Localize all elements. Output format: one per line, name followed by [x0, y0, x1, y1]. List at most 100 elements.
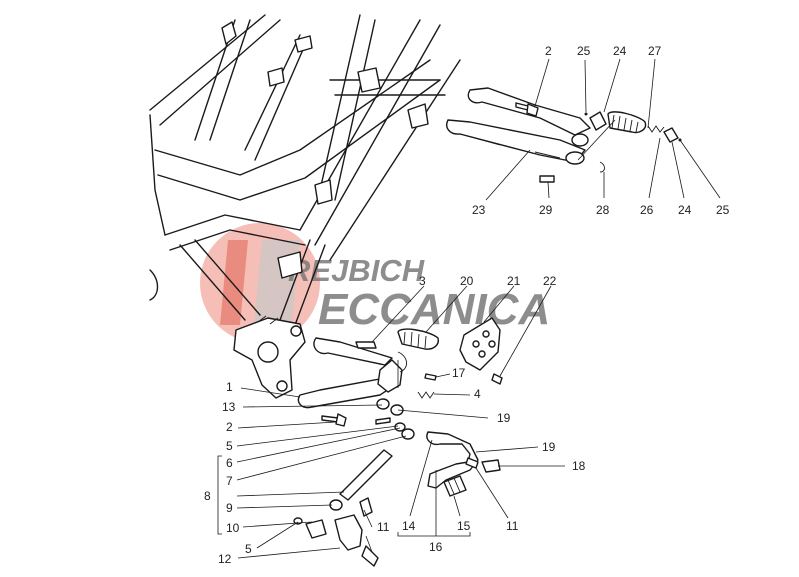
leader-14 — [409, 439, 433, 517]
callout-7: 7 — [226, 474, 233, 488]
spacer-24 — [663, 127, 679, 143]
watermark-line2: ECCANICA — [318, 285, 550, 334]
frame-bracket — [221, 21, 237, 45]
leader-27 — [647, 58, 656, 129]
spring-loop — [397, 351, 407, 373]
callout-8: 8 — [204, 489, 211, 503]
guard-hole — [472, 340, 480, 348]
rider-footrest-assembly — [293, 317, 503, 567]
nut-6 — [394, 422, 406, 432]
leader-10 — [242, 521, 313, 528]
callout-19-lower: 19 — [542, 440, 556, 454]
frame-bracket — [294, 35, 313, 53]
callout-4: 4 — [474, 387, 481, 401]
leader-6 — [236, 427, 401, 463]
leader-1 — [240, 387, 301, 398]
leader-29 — [547, 181, 550, 199]
frame-tube — [149, 269, 159, 301]
frame-bracket — [267, 67, 285, 87]
pivot-boss — [571, 133, 589, 147]
leader-19b — [475, 446, 539, 453]
leader-2b — [237, 421, 337, 429]
pin-29 — [539, 175, 555, 183]
callout-24: 24 — [613, 44, 627, 58]
callout-24-right: 24 — [678, 203, 692, 217]
leader-5b — [256, 521, 299, 549]
bolt-2 — [375, 417, 391, 425]
callout-23: 23 — [472, 203, 486, 217]
callout-18: 18 — [572, 459, 586, 473]
leader-25 — [584, 59, 587, 113]
footpeg-rubber-20 — [397, 328, 439, 350]
callout-5: 5 — [226, 439, 233, 453]
leader-11 — [475, 467, 509, 519]
callout-22: 22 — [543, 274, 557, 288]
hanger-bore — [276, 380, 288, 392]
passenger-bracket-23 — [446, 119, 586, 163]
leader-4 — [433, 393, 471, 396]
callout-2-left: 2 — [226, 420, 233, 434]
leader-17 — [435, 373, 451, 378]
bracket-detail — [459, 133, 561, 159]
frame-tube — [159, 19, 281, 126]
frame-tube — [194, 239, 261, 316]
motorcycle-frame — [149, 14, 461, 399]
frame-tube — [319, 14, 361, 191]
leader-lines — [217, 58, 721, 559]
leader-19 — [397, 409, 489, 419]
rubber-ribs — [447, 477, 461, 495]
watermark: REJBICH ECCANICA — [200, 223, 550, 343]
callout-labels: 2 25 24 27 23 29 28 26 24 25 3 20 21 22 … — [204, 44, 730, 566]
callout-1: 1 — [226, 380, 233, 394]
callout-15: 15 — [457, 519, 471, 533]
callout-19: 19 — [497, 411, 511, 425]
frame-tube — [179, 244, 246, 321]
bolt-13 — [321, 415, 339, 423]
callout-6: 6 — [226, 456, 233, 470]
leader-21 — [483, 285, 515, 323]
bush-18 — [481, 459, 501, 473]
frame-tube — [294, 244, 326, 326]
callout-21: 21 — [507, 274, 521, 288]
frame-bracket — [357, 67, 381, 93]
callout-10: 10 — [226, 521, 240, 535]
callout-13: 13 — [222, 400, 236, 414]
washer-19 — [390, 404, 404, 416]
ball-25 — [584, 112, 588, 116]
callout-9: 9 — [226, 501, 233, 515]
leader-5 — [236, 425, 399, 447]
callout-3: 3 — [419, 274, 426, 288]
watermark-logo-stroke — [220, 240, 248, 325]
footpeg-rubber — [607, 111, 647, 134]
callout-12: 12 — [218, 552, 232, 566]
frame-tube — [209, 19, 251, 141]
callout-16: 16 — [429, 540, 443, 554]
callout-28: 28 — [596, 203, 610, 217]
leader-22 — [499, 285, 552, 377]
leader-15 — [453, 495, 461, 517]
leader-2 — [534, 58, 550, 107]
guard-hole — [488, 340, 496, 348]
frame-tube — [254, 44, 306, 161]
passenger-footrest-assembly — [446, 87, 682, 183]
spring-4 — [417, 391, 435, 399]
screw-22 — [491, 373, 503, 385]
leader-25b — [679, 139, 721, 199]
linkage-rod-8 — [339, 449, 393, 501]
gearshift-arm-12 — [334, 514, 363, 551]
spacer-24 — [589, 111, 607, 131]
leader-11c — [365, 535, 373, 553]
callout-29: 29 — [539, 203, 553, 217]
leader-8 — [236, 491, 345, 497]
frame-tube — [279, 239, 311, 321]
frame-bracket — [407, 103, 429, 129]
leader-7 — [236, 435, 407, 481]
group-bracket-16 — [397, 532, 471, 537]
callout-11: 11 — [506, 519, 519, 533]
leader-20 — [425, 285, 468, 333]
frame-tube — [149, 114, 166, 236]
leader-24b — [671, 141, 685, 199]
footrest-arm-upper — [313, 337, 393, 366]
callout-2: 2 — [545, 44, 552, 58]
